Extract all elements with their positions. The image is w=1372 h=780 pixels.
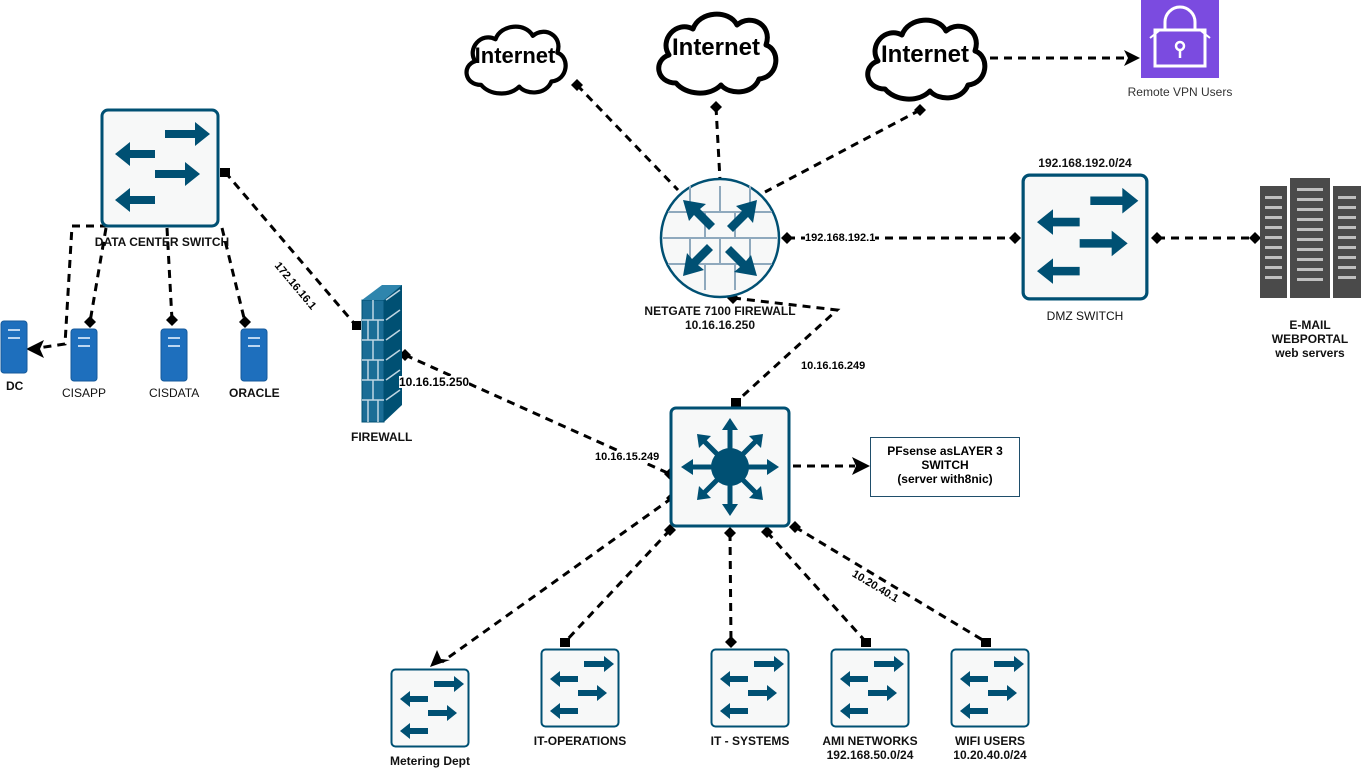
link-internet1-netgate	[575, 83, 680, 192]
link-core-ami	[765, 530, 868, 644]
wifi-name-label: WIFI USERS	[954, 734, 1025, 748]
firewall-brick-icon	[361, 285, 402, 423]
link-internet2-netgate	[714, 106, 722, 181]
edge-label-core-side: 10.16.15.249	[595, 451, 660, 463]
link-core-metering	[441, 496, 673, 664]
link-dcswitch-cisapp	[88, 227, 108, 323]
link-core-wifi	[794, 525, 987, 644]
pfsense-line-3: (server with8nic)	[897, 472, 993, 486]
pfsense-line-2: SWITCH	[921, 458, 969, 472]
cisapp-server-icon	[70, 328, 98, 382]
edge-label-fw-side: 10.16.15.250	[399, 375, 470, 389]
dc-server-icon	[0, 320, 28, 374]
arrowheads	[26, 50, 1140, 667]
link-netgate-core	[732, 296, 841, 404]
dc-label: DC	[6, 379, 24, 393]
internet-cloud-icon: Internet	[467, 27, 566, 94]
cisdata-label: CISDATA	[149, 386, 200, 400]
it-operations-switch-icon	[540, 648, 620, 728]
it-operations-label: IT-OPERATIONS	[533, 734, 627, 748]
ami-switch-icon	[830, 648, 910, 728]
edge-label-netgate-core: 10.16.16.249	[801, 360, 866, 372]
metering-label: Metering Dept	[389, 754, 470, 768]
server-rack-icon	[1260, 178, 1361, 298]
link-terminals	[84, 79, 1261, 648]
web-servers-label-1: E-MAIL	[1289, 318, 1331, 332]
firewall-router-icon	[659, 177, 781, 299]
cisapp-label: CISAPP	[62, 386, 107, 400]
netgate-name-label: NETGATE 7100 FIREWALL	[644, 304, 796, 318]
web-servers-label-3: web servers	[1275, 346, 1345, 360]
link-core-itsys	[728, 532, 733, 643]
link-dcswitch-oracle	[220, 227, 247, 323]
link-core-itops	[563, 528, 672, 644]
netgate-ip-label: 10.16.16.250	[684, 318, 756, 332]
internet-cloud-icon: Internet	[868, 20, 985, 99]
metering-switch-icon	[390, 668, 470, 748]
data-center-switch-icon	[100, 108, 220, 228]
link-dcswitch-firewall	[223, 171, 360, 329]
link-dcswitch-dc	[37, 224, 108, 350]
internet-cloud-icon: Internet	[659, 14, 776, 93]
oracle-server-icon	[240, 328, 268, 382]
remote-vpn-label: Remote VPN Users	[1127, 85, 1233, 99]
pfsense-line-1: PFsense asLAYER 3	[887, 444, 1003, 458]
internet-label-1: Internet	[475, 43, 556, 68]
dmz-subnet-label: 192.168.192.0/24	[1038, 156, 1132, 170]
it-systems-label: IT - SYSTEMS	[710, 734, 790, 748]
firewall-label: FIREWALL	[351, 430, 413, 444]
web-servers-label-2: WEBPORTAL	[1271, 332, 1349, 346]
ami-subnet-label: 192.168.50.0/24	[826, 748, 914, 762]
vpn-lock-icon	[1141, 0, 1219, 78]
l3-core-router-icon	[669, 406, 791, 528]
pfsense-box: PFsense asLAYER 3 SWITCH (server with8ni…	[870, 437, 1020, 497]
edge-label-netgate-dmz: 192.168.192.1	[805, 232, 876, 244]
it-systems-switch-icon	[710, 648, 790, 728]
ami-name-label: AMI NETWORKS	[822, 734, 918, 748]
wifi-subnet-label: 10.20.40.0/24	[953, 748, 1027, 762]
oracle-label: ORACLE	[229, 386, 280, 400]
internet-label-3: Internet	[881, 41, 969, 68]
internet-label-2: Internet	[672, 34, 760, 61]
dmz-switch-icon	[1021, 173, 1149, 301]
dmz-switch-label: DMZ SWITCH	[1046, 309, 1124, 323]
link-internet3-netgate	[764, 108, 921, 194]
cisdata-server-icon	[160, 328, 188, 382]
links	[37, 56, 1255, 664]
dc-switch-label: DATA CENTER SWITCH	[94, 235, 230, 249]
link-dcswitch-cisdata	[165, 227, 174, 321]
wifi-switch-icon	[950, 648, 1030, 728]
